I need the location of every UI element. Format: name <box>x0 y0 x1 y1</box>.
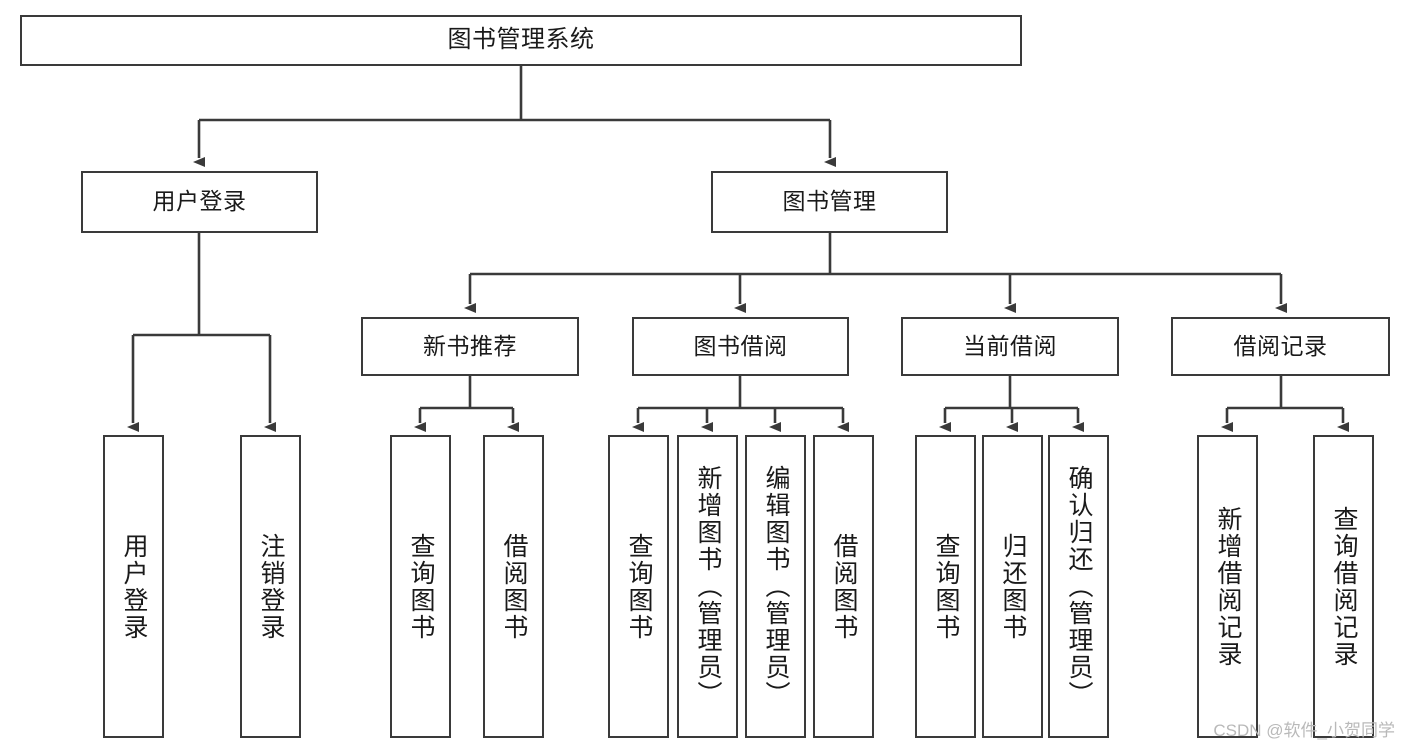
node-label: 当前借阅 <box>963 332 1057 359</box>
node-book-management[interactable]: 图书管理 <box>711 171 948 233</box>
node-label: 图书借阅 <box>693 332 788 359</box>
node-leaf-user-logout[interactable]: 注销登录 <box>240 435 301 738</box>
node-label: 借阅记录 <box>1233 332 1328 359</box>
node-leaf-query-book[interactable]: 查询图书 <box>608 435 669 738</box>
node-label: 归还图书 <box>999 532 1027 641</box>
node-label: 新书推荐 <box>423 332 517 359</box>
node-label: 图书管理系统 <box>447 26 595 54</box>
node-leaf-return-book[interactable]: 归还图书 <box>982 435 1043 738</box>
watermark: CSDN @软件_小贺同学 <box>1213 721 1395 740</box>
node-label: 查询图书 <box>625 532 653 641</box>
node-borrow-record[interactable]: 借阅记录 <box>1171 317 1390 376</box>
node-leaf-confirm-return-admin[interactable]: 确认归还（管理员） <box>1048 435 1109 738</box>
node-leaf-add-borrow-record[interactable]: 新增借阅记录 <box>1197 435 1258 738</box>
node-label: 图书管理 <box>782 188 877 215</box>
node-root-book-management-system[interactable]: 图书管理系统 <box>20 15 1022 66</box>
node-leaf-user-login[interactable]: 用户登录 <box>103 435 164 738</box>
node-label: 新增图书（管理员） <box>694 465 722 708</box>
node-label: 新增借阅记录 <box>1214 505 1242 668</box>
node-leaf-borrow-book[interactable]: 借阅图书 <box>813 435 874 738</box>
node-label: 借阅图书 <box>500 532 528 641</box>
node-label: 用户登录 <box>152 188 247 215</box>
node-leaf-query-book-current[interactable]: 查询图书 <box>915 435 976 738</box>
node-leaf-query-book-new[interactable]: 查询图书 <box>390 435 451 738</box>
node-label: 编辑图书（管理员） <box>762 465 790 708</box>
node-label: 查询图书 <box>932 532 960 641</box>
node-label: 用户登录 <box>120 532 148 641</box>
node-new-book-recommend[interactable]: 新书推荐 <box>361 317 579 376</box>
node-label: 查询图书 <box>407 532 435 641</box>
node-current-borrow[interactable]: 当前借阅 <box>901 317 1119 376</box>
node-leaf-edit-book-admin[interactable]: 编辑图书（管理员） <box>745 435 806 738</box>
node-label: 借阅图书 <box>830 532 858 641</box>
node-leaf-borrow-book-new[interactable]: 借阅图书 <box>483 435 544 738</box>
node-leaf-add-book-admin[interactable]: 新增图书（管理员） <box>677 435 738 738</box>
node-label: 查询借阅记录 <box>1330 505 1358 668</box>
node-leaf-query-borrow-record[interactable]: 查询借阅记录 <box>1313 435 1374 738</box>
node-label: 注销登录 <box>257 532 285 641</box>
node-label: 确认归还（管理员） <box>1065 465 1093 708</box>
node-book-borrow[interactable]: 图书借阅 <box>632 317 849 376</box>
node-user-login[interactable]: 用户登录 <box>81 171 318 233</box>
